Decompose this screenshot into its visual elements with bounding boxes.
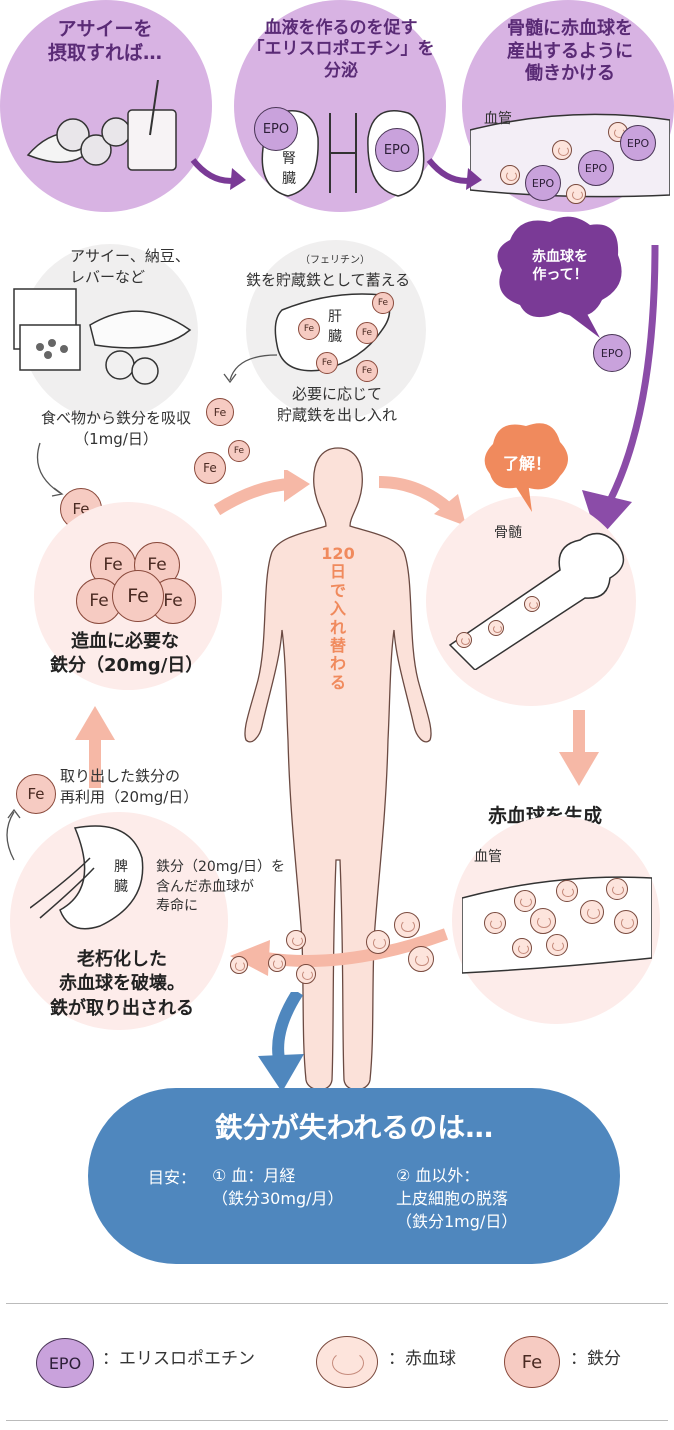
speech-make-text: 赤血球を 作って！ bbox=[532, 249, 588, 284]
speech-bubble-make bbox=[497, 216, 622, 338]
iron-fe: Fe bbox=[90, 542, 136, 588]
kidney-label: 腎 臓 bbox=[282, 151, 296, 187]
red-blood-cell bbox=[606, 878, 628, 900]
iron-fe: Fe bbox=[16, 774, 56, 814]
human-body bbox=[244, 447, 432, 1091]
red-blood-cell bbox=[286, 930, 306, 950]
red-blood-cell bbox=[268, 954, 286, 972]
epo-badge: EPO bbox=[578, 150, 614, 186]
loss-title: 鉄分が失われるのは… bbox=[214, 1111, 494, 1144]
legend-rbc-label: ：赤血球 bbox=[388, 1349, 456, 1369]
vessel-label: 血管 bbox=[484, 111, 512, 127]
iron-fe: Fe bbox=[356, 360, 378, 382]
red-blood-cell bbox=[566, 184, 586, 204]
iron-fe: Fe bbox=[356, 322, 378, 344]
red-blood-cell bbox=[394, 912, 420, 938]
red-blood-cell bbox=[296, 964, 316, 984]
spleen-label: 脾 臓 bbox=[114, 859, 128, 895]
red-blood-cell bbox=[366, 930, 390, 954]
red-blood-cell bbox=[456, 632, 472, 648]
iron-fe: Fe bbox=[228, 440, 250, 462]
flow-arrow bbox=[75, 706, 115, 788]
spleen-text: 鉄分（20mg/日）を 含んだ赤血球が 寿命に bbox=[156, 859, 286, 915]
red-blood-cell bbox=[512, 938, 532, 958]
divider bbox=[6, 1420, 668, 1421]
loss-arrow bbox=[258, 992, 304, 1092]
legend-rbc-icon bbox=[316, 1336, 378, 1388]
divider bbox=[6, 1303, 668, 1304]
red-blood-cell bbox=[514, 890, 536, 912]
red-blood-cell bbox=[614, 910, 638, 934]
vessel-illustration bbox=[462, 876, 652, 974]
destroy-label: 老朽化した 赤血球を破壊。 鉄が取り出される bbox=[50, 949, 194, 1019]
epo-badge: EPO bbox=[525, 165, 561, 201]
red-blood-cell bbox=[408, 946, 434, 972]
reuse-arrow bbox=[6, 808, 21, 861]
spleen-illustration bbox=[30, 825, 144, 930]
absorb-label: 食べ物から鉄分を吸収 （1mg/日） bbox=[40, 409, 191, 448]
step-arrow bbox=[426, 158, 482, 190]
legend-fe-icon: Fe bbox=[504, 1336, 560, 1388]
red-blood-cell bbox=[556, 880, 578, 902]
epo-badge: EPO bbox=[375, 128, 419, 172]
iron-fe: Fe bbox=[372, 292, 394, 314]
epo-to-marrow-arrow bbox=[582, 244, 659, 540]
iron-need-label: 造血に必要な 鉄分（20mg/日） bbox=[50, 631, 204, 677]
iron-fe: Fe bbox=[194, 452, 226, 484]
kidney-title: 血液を作るのを促す 「エリスロポエチン」を 分泌 bbox=[247, 18, 435, 81]
loss-guide: 目安： bbox=[148, 1168, 197, 1187]
acai-illustration bbox=[26, 80, 177, 171]
marrow-title: 骨髄に赤血球を 産出するように 働きかける bbox=[507, 18, 633, 84]
food-label: アサイー、納豆、 レバーなど bbox=[70, 247, 190, 286]
liver-illustration bbox=[274, 293, 391, 372]
speech-bubble-ok bbox=[484, 423, 568, 512]
speech-ok-text: 了解！ bbox=[502, 454, 551, 473]
flow-arrow bbox=[378, 476, 466, 526]
acai-circle bbox=[0, 0, 212, 212]
acai-title: アサイーを 摂取すれば… bbox=[47, 18, 162, 64]
red-blood-cell bbox=[530, 908, 556, 934]
liver-label: 肝 臓 bbox=[328, 309, 342, 345]
epo-badge: EPO bbox=[254, 107, 298, 151]
legend-epo-label: ：エリスロポエチン bbox=[102, 1349, 255, 1369]
step-arrow bbox=[190, 158, 246, 190]
release-arrow bbox=[223, 354, 278, 384]
loss-item-1: ① 血：月経 （鉄分30mg/月） bbox=[212, 1166, 344, 1209]
legend-epo-icon: EPO bbox=[36, 1338, 94, 1388]
loss-item-2: ② 血以外： 上皮細胞の脱落 （鉄分1mg/日） bbox=[396, 1166, 518, 1232]
red-blood-cell bbox=[552, 140, 572, 160]
red-blood-cell bbox=[230, 956, 248, 974]
liver-release-label: 必要に応じて 貯蔵鉄を出し入れ bbox=[276, 385, 397, 424]
marrow-label: 骨髄 bbox=[494, 525, 522, 541]
liver-store-label: 鉄を貯蔵鉄として蓄える bbox=[246, 271, 411, 289]
red-blood-cell bbox=[546, 934, 568, 956]
loss-panel bbox=[88, 1088, 620, 1264]
food-illustration bbox=[13, 288, 192, 385]
epo-badge: EPO bbox=[593, 334, 631, 372]
red-blood-cell bbox=[524, 596, 540, 612]
absorb-arrow bbox=[36, 442, 64, 497]
reuse-label: 取り出した鉄分の 再利用（20mg/日） bbox=[60, 767, 199, 806]
ferritin-ruby: （フェリチン） bbox=[300, 255, 370, 266]
flow-arrow bbox=[213, 470, 310, 516]
red-blood-cell bbox=[488, 620, 504, 636]
iron-fe: Fe bbox=[206, 398, 234, 426]
red-blood-cell bbox=[580, 900, 604, 924]
renewal-text: 120 日 で 入 れ 替 わ る bbox=[321, 544, 355, 692]
red-blood-cell bbox=[500, 165, 520, 185]
iron-fe: Fe bbox=[112, 570, 164, 622]
bone-illustration bbox=[448, 532, 625, 670]
iron-fe: Fe bbox=[316, 352, 338, 374]
iron-fe: Fe bbox=[298, 318, 320, 340]
flow-arrow bbox=[559, 710, 599, 786]
legend-fe-label: ：鉄分 bbox=[570, 1349, 621, 1369]
vessel-label: 血管 bbox=[474, 849, 502, 865]
red-blood-cell bbox=[484, 912, 506, 934]
epo-badge: EPO bbox=[620, 125, 656, 161]
